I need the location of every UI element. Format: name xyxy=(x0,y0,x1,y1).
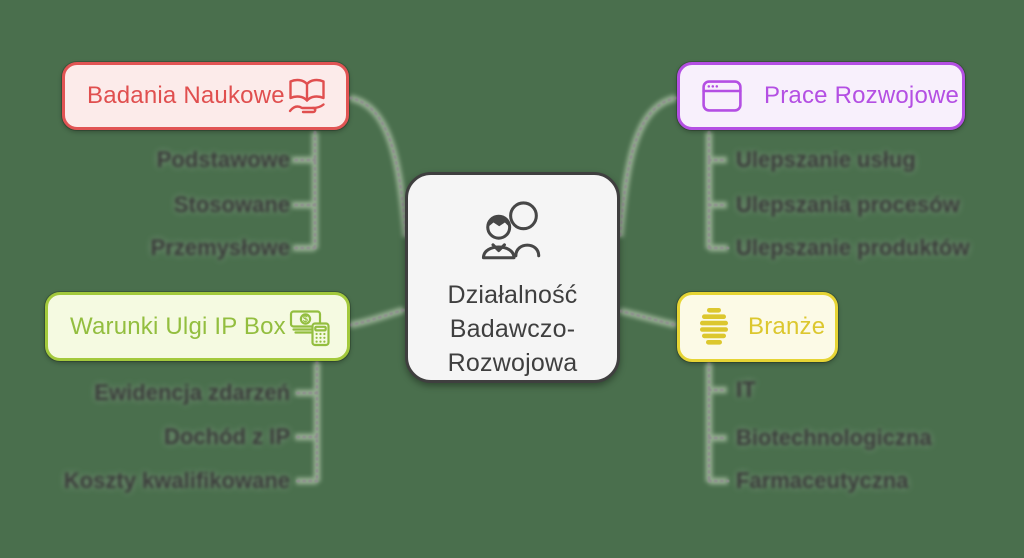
branch-label: Branże xyxy=(748,313,826,340)
branch-warunki-ulgi-ip-box[interactable]: Warunki Ulgi IP Box $ xyxy=(45,292,350,361)
sub-item-koszty-kwalifikowane[interactable]: Koszty kwalifikowane xyxy=(63,468,290,493)
branch-prace-rozwojowe[interactable]: Prace Rozwojowe xyxy=(677,62,965,130)
center-node-title: Działalność Badawczo- Rozwojowa xyxy=(447,281,578,377)
branch-label: Prace Rozwojowe xyxy=(764,82,960,109)
sub-item-przemyslowe[interactable]: Przemysłowe xyxy=(150,235,290,260)
sub-item-ulepszanie-produktow[interactable]: Ulepszanie produktów xyxy=(736,235,970,260)
sub-item-it[interactable]: IT xyxy=(736,377,756,402)
sub-item-podstawowe[interactable]: Podstawowe xyxy=(156,147,290,172)
money-calculator-icon: $ xyxy=(289,307,331,347)
sub-item-biotechnologiczna[interactable]: Biotechnologiczna xyxy=(736,425,932,450)
branch-badania-naukowe[interactable]: Badania Naukowe xyxy=(62,62,349,130)
book-hand-icon xyxy=(285,75,329,117)
sub-item-ulepszanie-uslug[interactable]: Ulepszanie usług xyxy=(736,147,916,172)
svg-text:$: $ xyxy=(303,314,308,324)
sub-item-stosowane[interactable]: Stosowane xyxy=(173,192,290,217)
beehive-icon xyxy=(696,306,732,348)
center-node-dzialalnosc-br[interactable]: Działalność Badawczo- Rozwojowa xyxy=(405,172,620,383)
people-icon xyxy=(473,195,553,274)
sub-item-dochod-z-ip[interactable]: Dochód z IP xyxy=(164,424,290,449)
branch-label: Warunki Ulgi IP Box xyxy=(70,312,286,340)
sub-item-farmaceutyczna[interactable]: Farmaceutyczna xyxy=(736,468,909,493)
sub-item-ewidencja-zdarzen[interactable]: Ewidencja zdarzeń xyxy=(94,380,290,405)
branch-label: Badania Naukowe xyxy=(87,82,285,109)
branch-branze[interactable]: Branże xyxy=(677,292,838,362)
sub-item-ulepszania-procesow[interactable]: Ulepszania procesów xyxy=(736,192,960,217)
browser-window-icon xyxy=(702,80,742,112)
